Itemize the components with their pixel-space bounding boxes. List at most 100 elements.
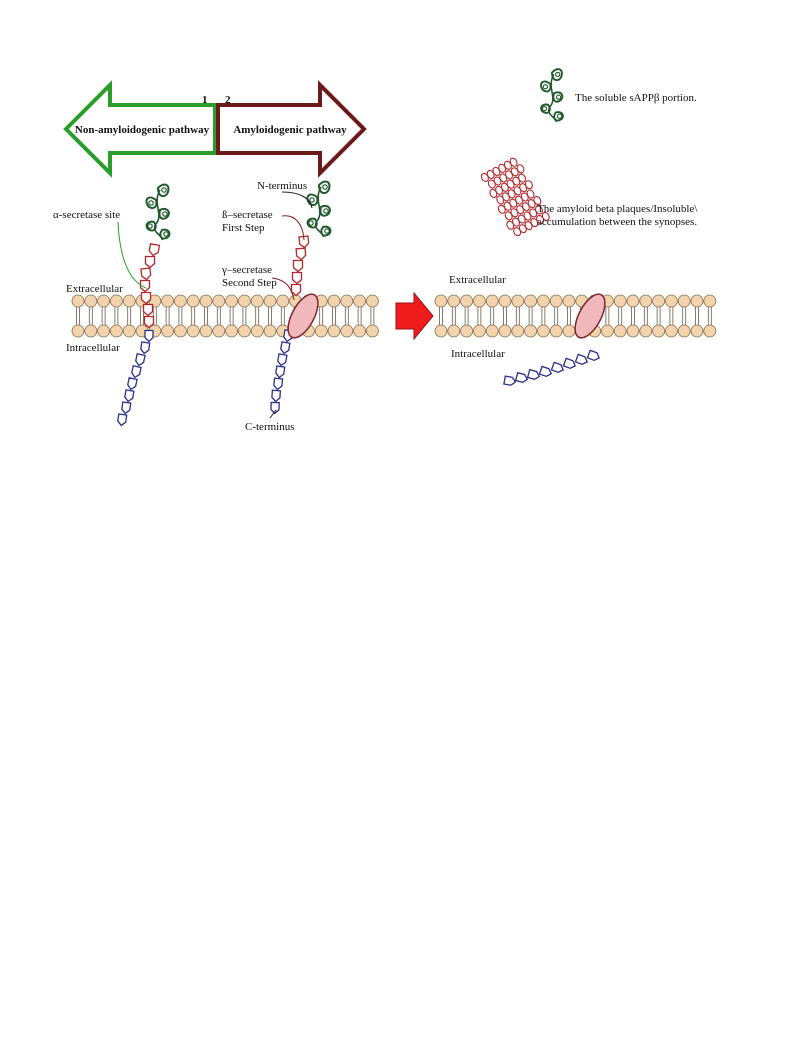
lipid-head (498, 294, 512, 308)
non-amyloidogenic-arrow (63, 80, 217, 178)
intracellular-right-label: Intracellular (451, 348, 505, 360)
plaque-legend-line2: accumulation between the synopses. (537, 216, 697, 228)
abeta-residue (292, 259, 304, 273)
lipid-head (472, 324, 486, 338)
lipid-head (690, 324, 704, 338)
lipid-head (97, 324, 110, 338)
lipid-head (690, 294, 704, 308)
lipid-head (447, 324, 461, 338)
c-terminus-pointer (269, 409, 277, 419)
lipid-head (263, 324, 277, 338)
abeta-residue (139, 279, 151, 293)
aicd-residue (275, 365, 286, 379)
non-amyloidogenic-label: Non-amyloidogenic pathway (75, 124, 210, 136)
abeta-residue (144, 255, 156, 269)
lipid-head (665, 294, 678, 308)
lipid-head (237, 294, 251, 308)
pathway-number-1: 1 (202, 94, 208, 106)
lipid-head (237, 324, 251, 338)
lipid-head (485, 324, 499, 338)
lipid-head (84, 324, 98, 338)
app-abeta-segment (290, 235, 310, 297)
aicd-fragment (503, 349, 601, 386)
diagram-labels: α-secretase site N-terminus ß–secretase … (53, 180, 506, 433)
abeta-residue (143, 315, 155, 329)
second-step-label: Second Step (222, 277, 277, 289)
lipid-head (524, 294, 537, 308)
lipid-head (549, 324, 563, 338)
lipid-head (212, 294, 226, 308)
gamma-secretase-enzyme (287, 293, 319, 339)
lipid-head (71, 324, 85, 338)
lipid-head (626, 324, 640, 338)
lipid-head (460, 324, 474, 338)
amyloidogenic-arrow (216, 80, 367, 178)
post-cleavage-membrane-items (503, 293, 606, 386)
lipid-head (186, 294, 200, 308)
amyloidogenic-label: Amyloidogenic pathway (233, 124, 347, 136)
annotation-lines (117, 191, 313, 419)
beta-secretase-pointer (281, 215, 305, 241)
extracellular-left-label: Extracellular (66, 283, 123, 295)
soluble-sapp-beta-icon (540, 68, 564, 123)
lipid-head (110, 294, 123, 308)
abeta-residue (142, 303, 154, 317)
transition-arrow (395, 291, 434, 341)
abeta-residue (148, 243, 161, 257)
abeta-residue (295, 247, 307, 261)
aicd-residue (271, 389, 282, 403)
lipid-head (327, 324, 341, 338)
lipid-head (626, 294, 640, 308)
aicd-residue (127, 377, 138, 391)
lipid-head (340, 324, 354, 338)
abeta-residue (298, 235, 310, 249)
aicd-residue (117, 413, 128, 427)
lipid-head (97, 294, 110, 308)
lipid-head (524, 324, 537, 338)
lipid-head (225, 324, 239, 338)
lipid-head (472, 294, 486, 308)
aicd-residue (538, 365, 553, 378)
lipid-head (703, 294, 717, 308)
lipid-head (703, 324, 717, 338)
lipid-head (212, 324, 226, 338)
lipid-head (276, 294, 290, 308)
aicd-residue (526, 368, 541, 380)
lipid-head (365, 294, 379, 308)
sapp-beta-leaf-icon (306, 180, 332, 238)
aicd-residue (574, 353, 589, 366)
lipid-head (161, 294, 175, 308)
legend: The soluble sAPPβ portion. The amyloid b… (480, 68, 698, 237)
alpha-site-pointer (117, 221, 147, 289)
lipid-head (199, 324, 213, 338)
lipid-head (327, 294, 341, 308)
lipid-head (677, 324, 691, 338)
lipid-head (511, 294, 525, 308)
lipid-head (365, 324, 379, 338)
app-extracellular-segment (139, 243, 161, 329)
lipid-head (537, 324, 550, 338)
lipid-head (434, 294, 448, 308)
lipid-head (447, 294, 461, 308)
app-protein-middle (270, 180, 332, 415)
lipid-head (652, 324, 665, 338)
lipid-head (225, 294, 239, 308)
lipid-head (613, 294, 627, 308)
aicd-residue (562, 357, 577, 370)
aicd-residue (135, 353, 146, 367)
aicd-residue (121, 401, 132, 415)
pathway-number-2: 2 (225, 94, 231, 106)
lipid-head (511, 324, 525, 338)
lipid-head (122, 324, 136, 338)
lipid-head (562, 324, 576, 338)
lipid-head (173, 294, 187, 308)
aicd-residue (144, 329, 154, 343)
first-step-label: First Step (222, 222, 265, 234)
lipid-head (652, 294, 665, 308)
lipid-head (485, 294, 499, 308)
aicd-residue (124, 389, 135, 403)
lipid-head (161, 324, 175, 338)
lipid-head (250, 294, 264, 308)
lipid-head (677, 294, 691, 308)
